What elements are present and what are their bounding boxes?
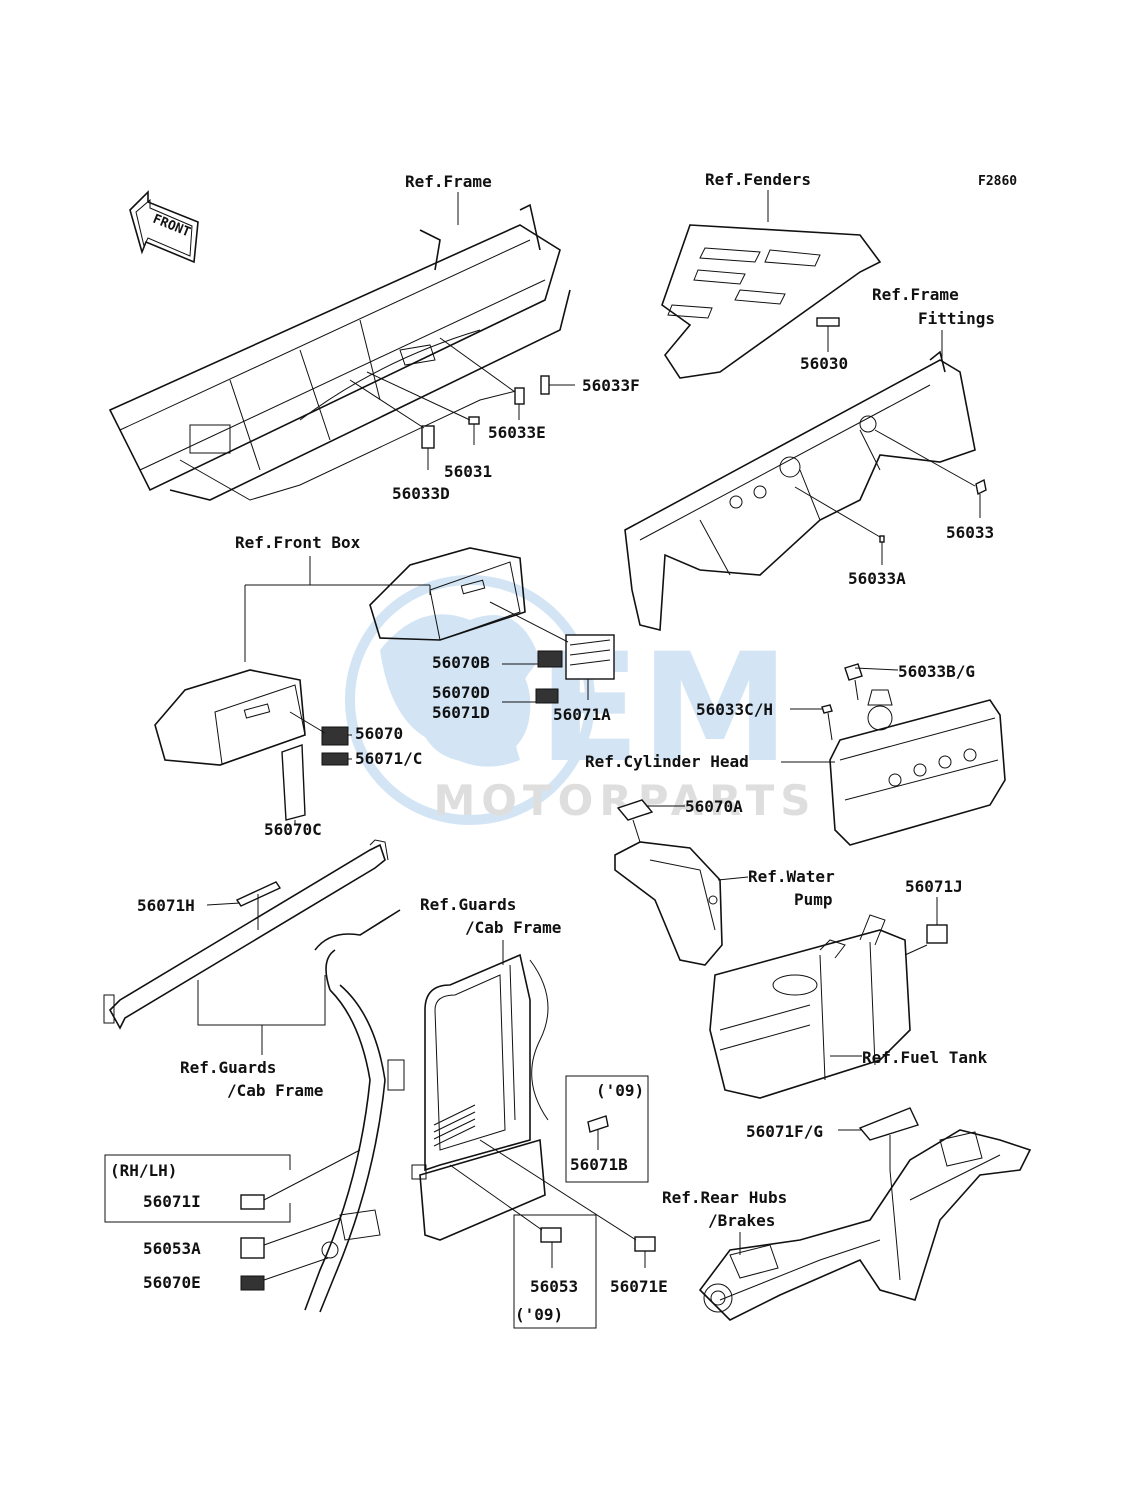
ref-water-pump-2: Pump bbox=[794, 890, 833, 909]
part-56070B: 56070B bbox=[432, 653, 490, 672]
side-guard-drawing bbox=[304, 909, 405, 1313]
decal-56070C bbox=[281, 744, 306, 821]
front-arrow-icon: FRONT bbox=[129, 190, 199, 264]
watermark-sub: MOTORPARTS bbox=[434, 776, 817, 825]
part-56033CH: 56033C/H bbox=[696, 700, 773, 719]
decal-56070A bbox=[616, 799, 654, 821]
ref-guards-cab-frame-2a: Ref.Guards bbox=[180, 1058, 276, 1077]
fender-drawing bbox=[661, 224, 882, 379]
part-56071E: 56071E bbox=[610, 1277, 668, 1296]
part-56053: 56053 bbox=[530, 1277, 578, 1296]
part-56031: 56031 bbox=[444, 462, 492, 481]
decal-56070 bbox=[321, 726, 349, 746]
decal-56033A bbox=[879, 535, 885, 543]
decal-56071FG bbox=[858, 1107, 919, 1141]
frame-drawing bbox=[108, 203, 571, 501]
cylinder-head-drawing bbox=[829, 689, 1006, 846]
part-56033A: 56033A bbox=[848, 569, 906, 588]
part-56070C: 56070C bbox=[264, 820, 322, 839]
ref-front-box: Ref.Front Box bbox=[235, 533, 361, 552]
decal-56071I bbox=[240, 1194, 265, 1210]
part-56071FG: 56071F/G bbox=[746, 1122, 823, 1141]
decal-56071A bbox=[565, 634, 615, 680]
part-56071I: 56071I bbox=[143, 1192, 201, 1211]
decal-56033F bbox=[540, 375, 550, 395]
part-56033: 56033 bbox=[946, 523, 994, 542]
part-56071C: 56071/C bbox=[355, 749, 422, 768]
decal-56033CH bbox=[821, 704, 833, 714]
decal-56033D bbox=[421, 425, 435, 449]
part-56071A: 56071A bbox=[553, 705, 611, 724]
year-box-bottom bbox=[513, 1214, 597, 1329]
part-56033F: 56033F bbox=[582, 376, 640, 395]
decal-56071J bbox=[926, 924, 948, 944]
grab-bar-drawing bbox=[103, 839, 389, 1030]
decal-56033 bbox=[975, 478, 987, 496]
fuel-tank-drawing bbox=[709, 914, 911, 1099]
rhlh-label: (RH/LH) bbox=[110, 1161, 177, 1180]
ref-water-pump-1: Ref.Water bbox=[748, 867, 835, 886]
ref-frame: Ref.Frame bbox=[405, 172, 492, 191]
decal-56071E bbox=[634, 1236, 656, 1252]
year-top-label: ('09) bbox=[596, 1081, 644, 1100]
year-box-top bbox=[565, 1075, 649, 1183]
decal-56033BG bbox=[844, 663, 863, 681]
ref-fuel-tank: Ref.Fuel Tank bbox=[862, 1048, 988, 1067]
door-drawing bbox=[411, 953, 549, 1241]
ref-fenders: Ref.Fenders bbox=[705, 170, 811, 189]
part-56071D: 56071D bbox=[432, 703, 490, 722]
ref-rear-hubs-2: /Brakes bbox=[708, 1211, 775, 1230]
water-pump-drawing bbox=[614, 841, 723, 966]
ref-frame-fittings-1: Ref.Frame bbox=[872, 285, 959, 304]
part-56053A: 56053A bbox=[143, 1239, 201, 1258]
decal-56053A bbox=[240, 1237, 265, 1259]
decal-56031 bbox=[468, 416, 480, 425]
ref-rear-hubs-1: Ref.Rear Hubs bbox=[662, 1188, 787, 1207]
decal-56070E bbox=[240, 1275, 265, 1291]
part-56033E: 56033E bbox=[488, 423, 546, 442]
part-56033BG: 56033B/G bbox=[898, 662, 975, 681]
part-56071J: 56071J bbox=[905, 877, 963, 896]
ref-frame-fittings-2: Fittings bbox=[918, 309, 995, 328]
front-arrow-label: FRONT bbox=[151, 212, 193, 241]
decal-56070D bbox=[535, 688, 559, 704]
part-56033D: 56033D bbox=[392, 484, 450, 503]
decal-56071C bbox=[321, 752, 349, 766]
ref-cylinder-head: Ref.Cylinder Head bbox=[585, 752, 749, 771]
part-56070A: 56070A bbox=[685, 797, 743, 816]
ref-guards-cab-frame-2b: /Cab Frame bbox=[227, 1081, 323, 1100]
year-bottom-label: ('09) bbox=[515, 1305, 563, 1324]
part-56071H: 56071H bbox=[137, 896, 195, 915]
decal-56033E bbox=[514, 387, 525, 405]
rhlh-box bbox=[104, 1154, 291, 1223]
part-56070: 56070 bbox=[355, 724, 403, 743]
part-56070E: 56070E bbox=[143, 1273, 201, 1292]
rear-hubs-drawing bbox=[698, 1129, 1032, 1321]
front-box-drawing bbox=[154, 547, 526, 766]
part-56030: 56030 bbox=[800, 354, 848, 373]
ref-guards-cab-frame-1b: /Cab Frame bbox=[465, 918, 561, 937]
door-vent bbox=[433, 1104, 476, 1147]
decal-56030 bbox=[816, 317, 840, 327]
decal-56070B bbox=[537, 650, 563, 668]
decal-56053 bbox=[540, 1227, 562, 1243]
frame-fittings-drawing bbox=[624, 350, 976, 632]
part-56071B: 56071B bbox=[570, 1155, 628, 1174]
figure-code: F2860 bbox=[978, 174, 1017, 189]
decal-56071B bbox=[587, 1115, 609, 1133]
part-56070D: 56070D bbox=[432, 683, 490, 702]
ref-guards-cab-frame-1a: Ref.Guards bbox=[420, 895, 516, 914]
